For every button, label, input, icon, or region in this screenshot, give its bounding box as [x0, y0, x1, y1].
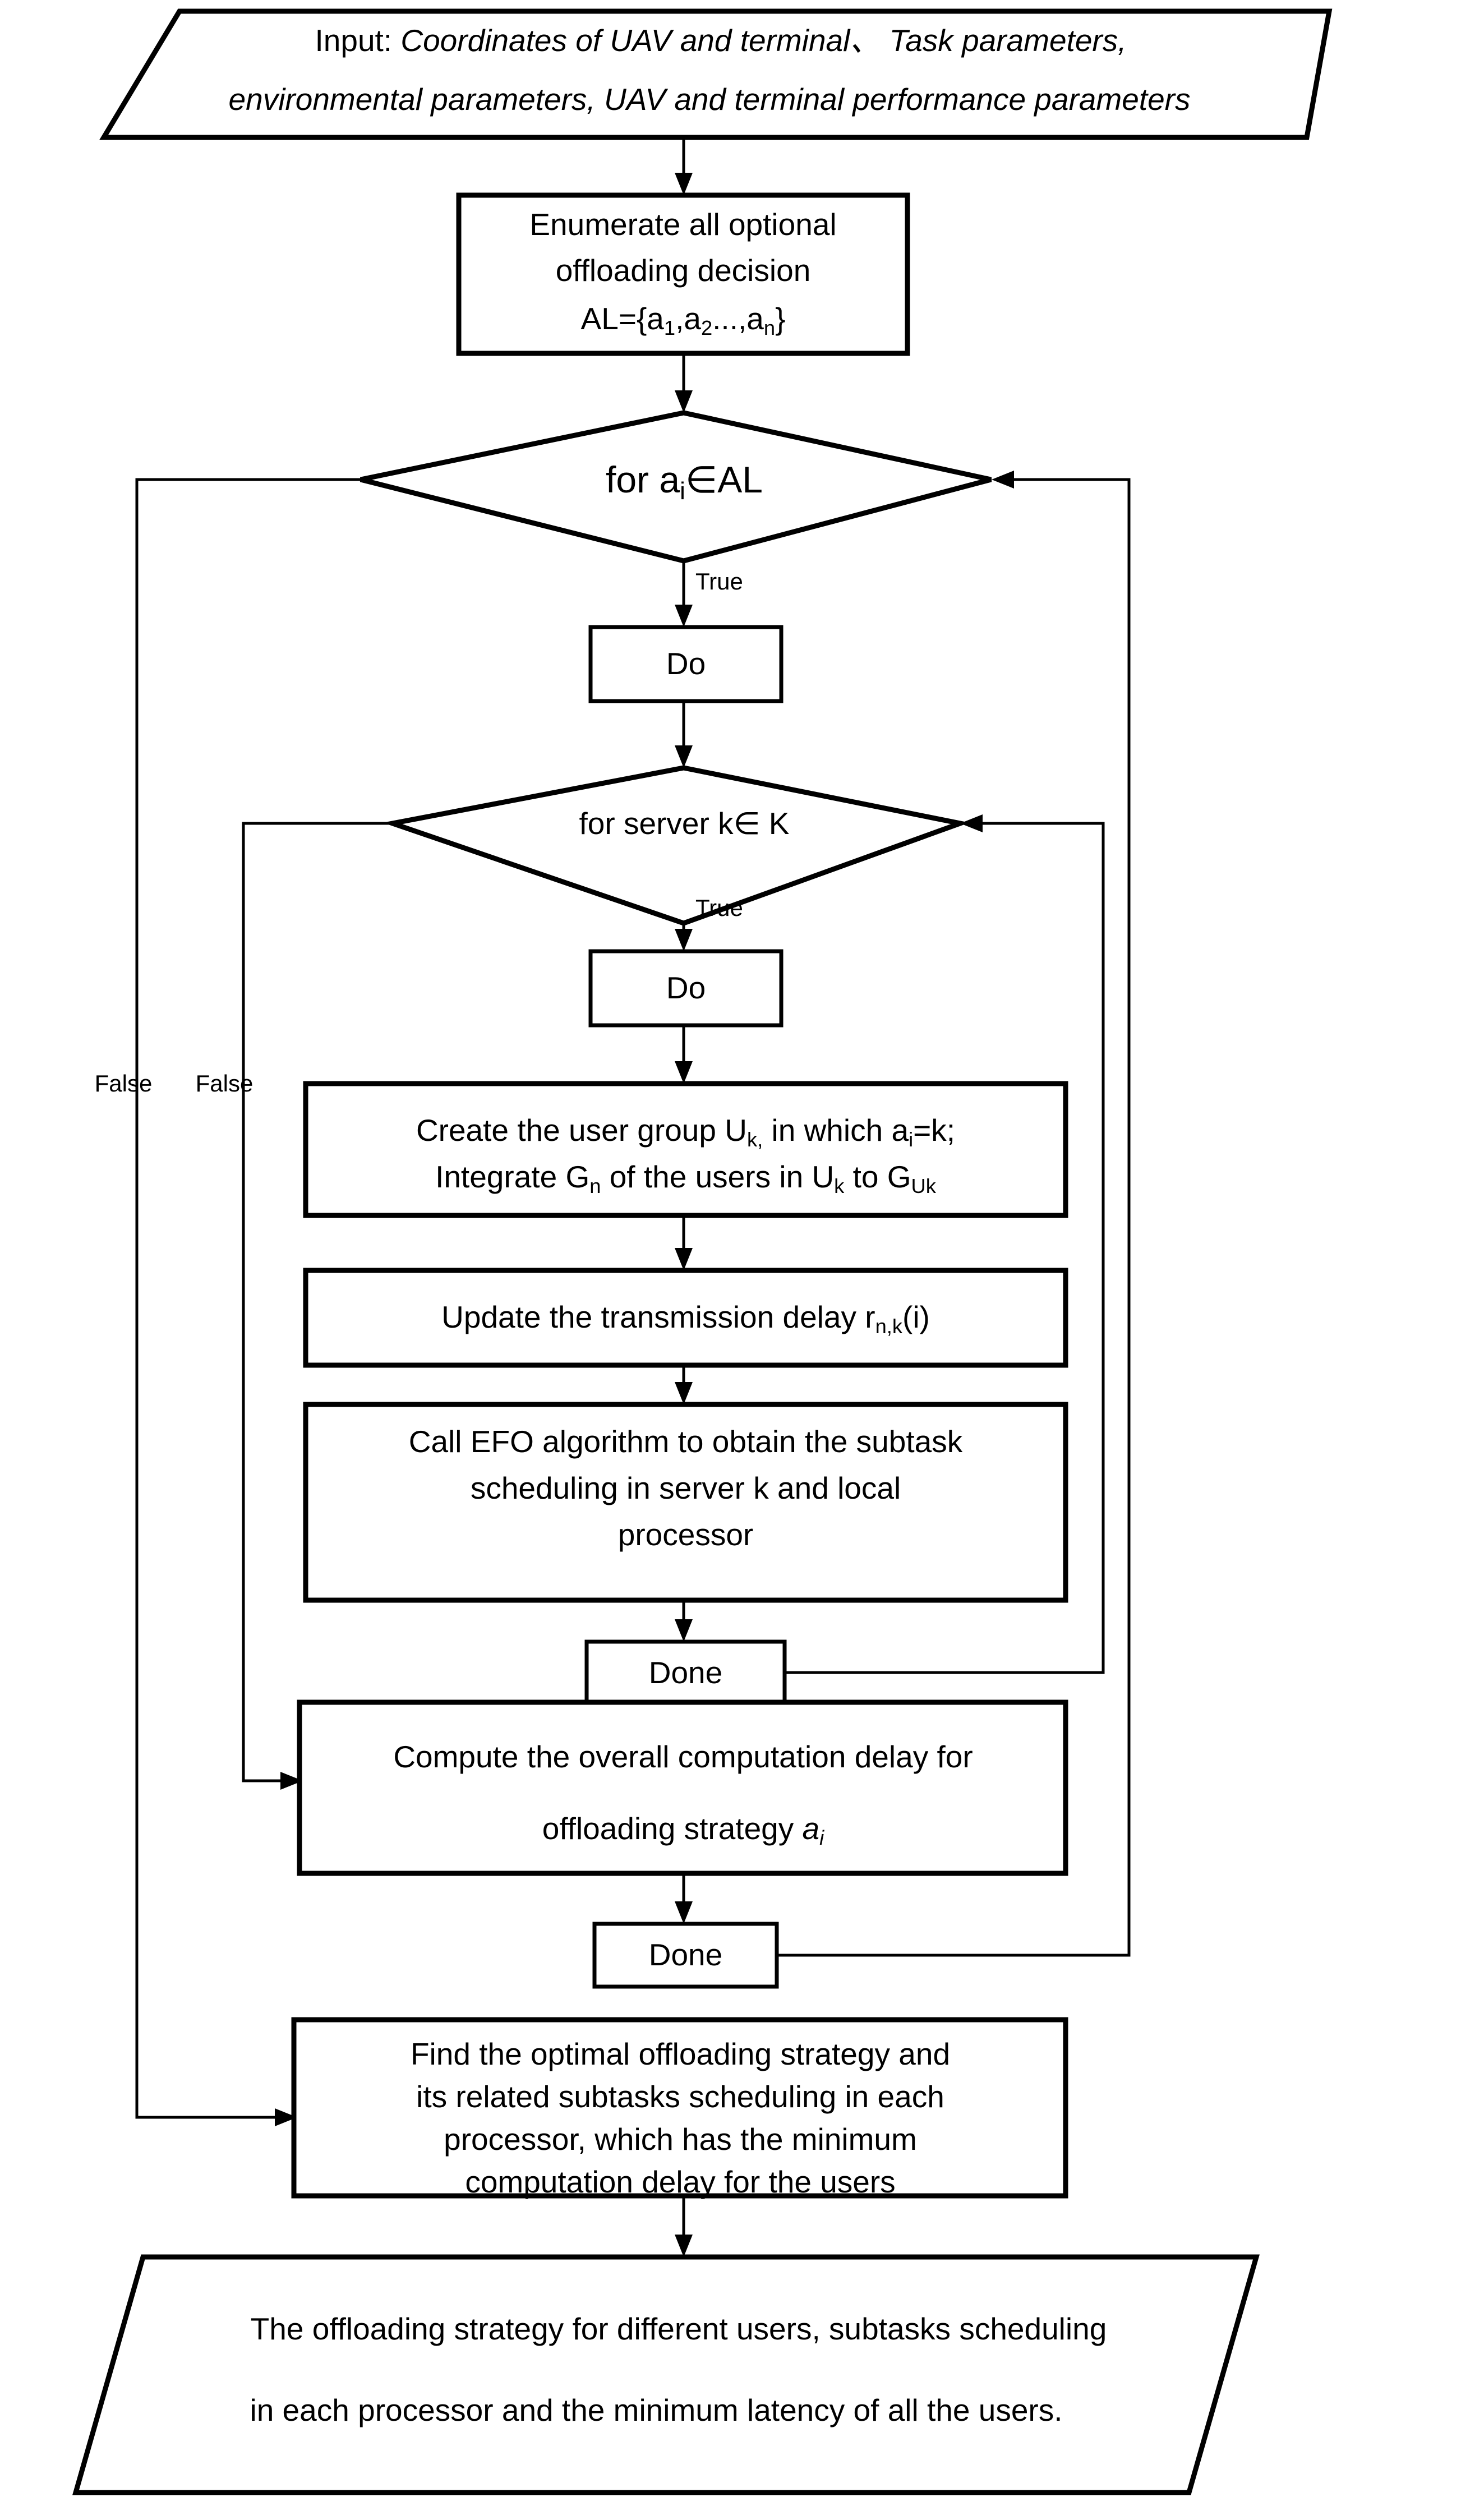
- edge-create-group-to-update-delay: [675, 1215, 693, 1270]
- edge-call-efo-to-done-inner: [675, 1600, 693, 1642]
- edge-for-server-true: [675, 923, 693, 951]
- edge-input-to-enumerate: [675, 139, 693, 195]
- edge-for-ai-false: [135, 478, 361, 2126]
- node-call-efo: [303, 1402, 1068, 1603]
- node-output: [72, 2254, 1260, 2495]
- node-do-outer: [588, 625, 784, 703]
- edge-done-inner-loop-back: [785, 814, 1105, 1674]
- node-done-inner: [584, 1639, 787, 1707]
- edge-compute-delay-to-done-outer: [675, 1873, 693, 1924]
- edge-for-server-false: [242, 822, 393, 1790]
- node-done-outer: [592, 1922, 779, 1989]
- node-do-inner: [588, 949, 784, 1028]
- edge-done-outer-loop-back: [777, 471, 1131, 1957]
- edge-do-inner-to-create-group: [675, 1025, 693, 1084]
- node-find-optimal: [291, 2017, 1068, 2199]
- edge-for-ai-true: [675, 561, 693, 627]
- node-enumerate: [456, 192, 910, 356]
- node-create-group: [303, 1081, 1068, 1218]
- node-update-delay: [303, 1268, 1068, 1368]
- edge-do-outer-to-for-server: [675, 701, 693, 768]
- node-for-server: [382, 765, 970, 926]
- node-compute-delay: [297, 1699, 1068, 1876]
- node-input: [99, 8, 1333, 140]
- node-for-ai: [360, 410, 992, 564]
- edge-enumerate-to-for-ai: [675, 353, 693, 413]
- edge-find-optimal-to-output: [675, 2196, 693, 2257]
- edge-update-delay-to-call-efo: [675, 1365, 693, 1404]
